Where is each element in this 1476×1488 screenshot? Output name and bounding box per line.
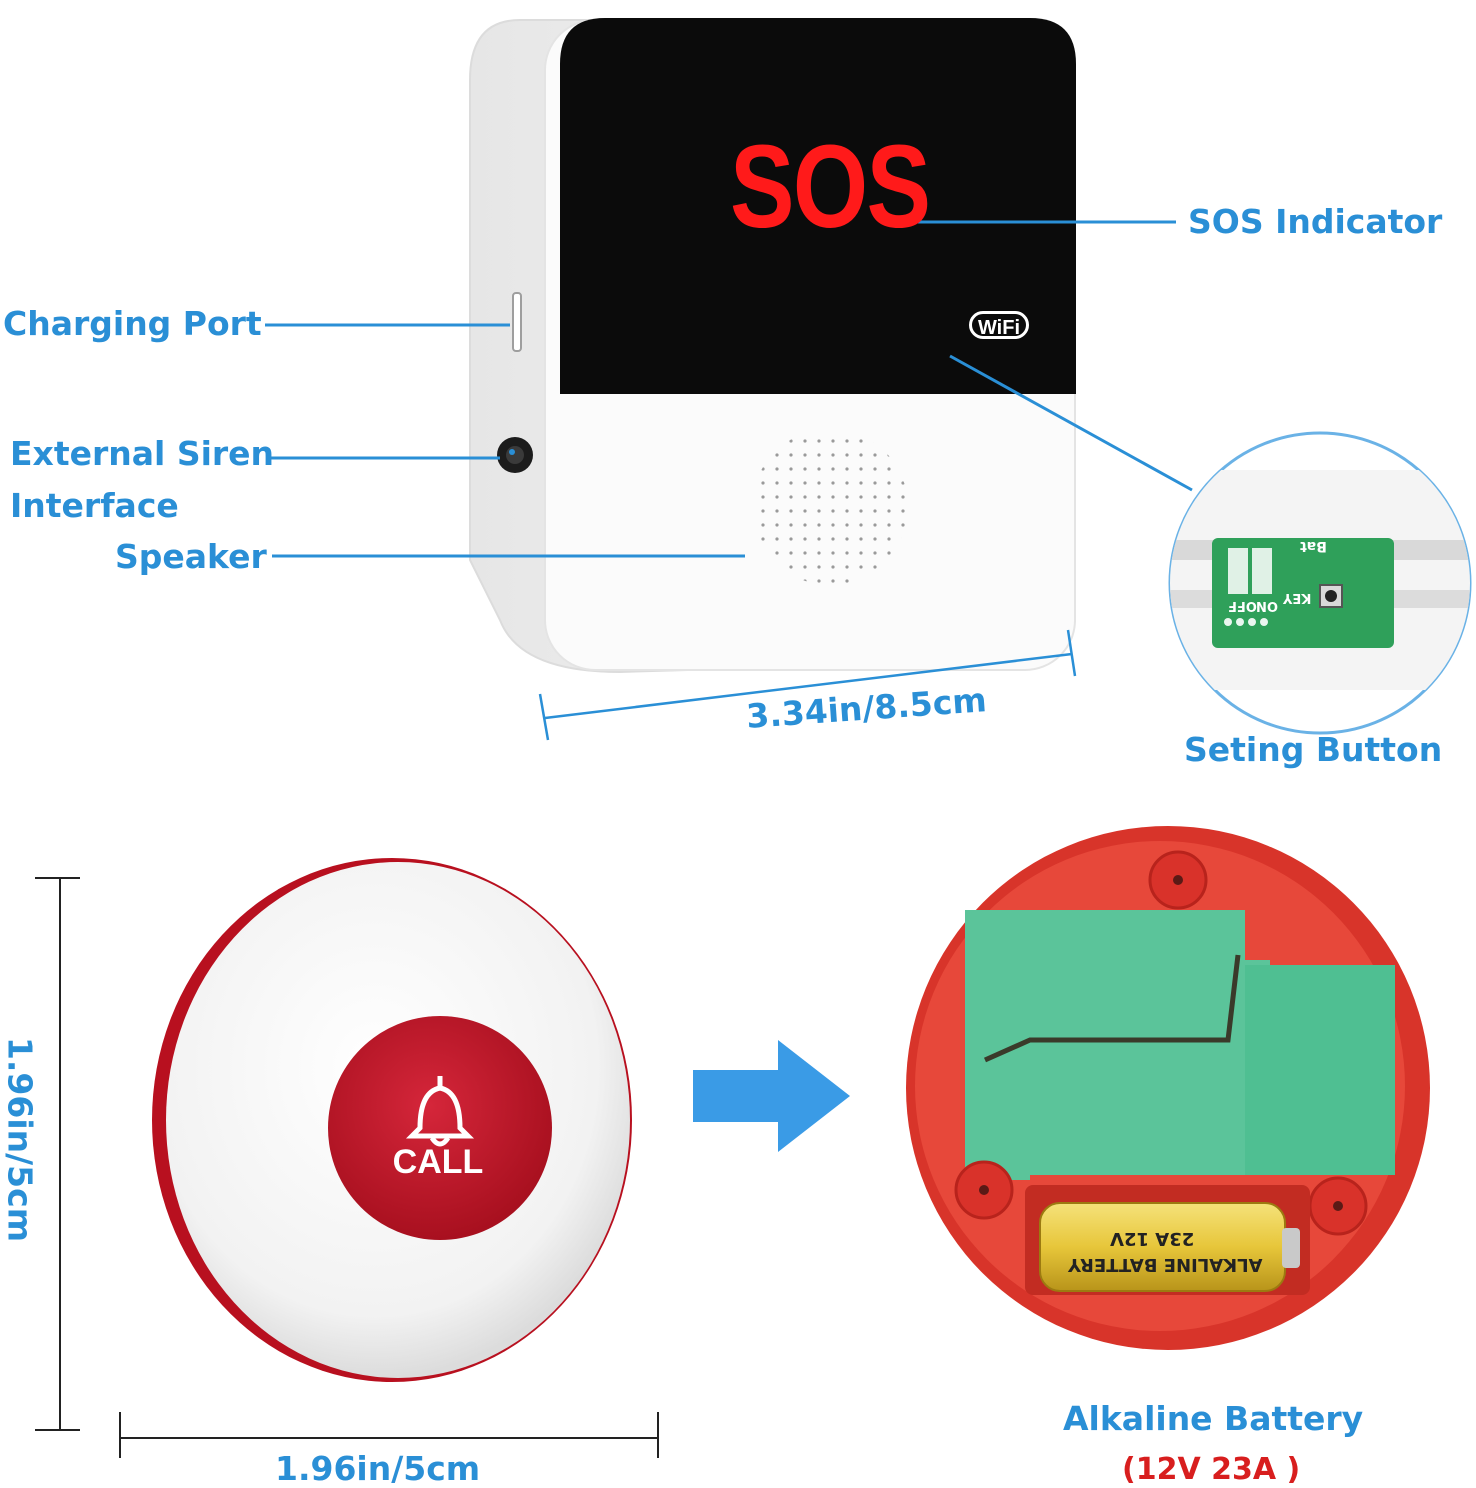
call-button-label: CALL (392, 1143, 484, 1181)
call-red-button (328, 1016, 552, 1240)
display-panel (560, 18, 1076, 394)
pcb-bat-label: Bat (1300, 538, 1327, 554)
speaker-grille (752, 429, 908, 585)
bell-icon (405, 1076, 475, 1147)
charging-port (512, 292, 522, 352)
charging-port-label: Charging Port (3, 304, 262, 343)
alkaline-battery-label: Alkaline Battery (1063, 1399, 1364, 1438)
speaker-label: Speaker (115, 537, 267, 576)
call-button-device (152, 858, 632, 1382)
external-siren-label: External Siren (10, 434, 275, 473)
receiver-unit (469, 18, 1076, 674)
arrow-right-icon (693, 1040, 850, 1152)
battery-print-line2: ALKALINE BATTERY (1068, 1254, 1263, 1275)
call-button-width-dimension-line (119, 1412, 659, 1458)
sos-display-text: SOS (730, 121, 931, 253)
pcb-on-label: ON (1256, 598, 1278, 613)
setting-button-zoom (1168, 431, 1472, 735)
opened-call-button-case (906, 826, 1430, 1350)
wifi-badge: WiFi (969, 311, 1029, 339)
call-button-height-dimension-line (35, 877, 80, 1431)
receiver-width-dimension-line (538, 629, 1077, 741)
call-button-width-dimension: 1.96in/5cm (275, 1449, 481, 1488)
call-button-height-dimension: 1.96in/5cm (0, 1036, 40, 1243)
pcb-key-label: KEY (1283, 590, 1312, 605)
battery-print-line1: 23A 12V (1110, 1228, 1195, 1249)
pcb-off-label: OFF (1228, 598, 1257, 613)
callout-lines (265, 220, 1193, 558)
battery-spec-label: (12V 23A ) (1122, 1452, 1301, 1487)
sos-indicator-label: SOS Indicator (1188, 202, 1443, 241)
pcb-green-board (1245, 965, 1395, 1175)
setting-button-label: Seting Button (1184, 730, 1443, 769)
external-siren-label-line2: Interface (10, 486, 179, 525)
alkaline-battery (1039, 1202, 1300, 1292)
